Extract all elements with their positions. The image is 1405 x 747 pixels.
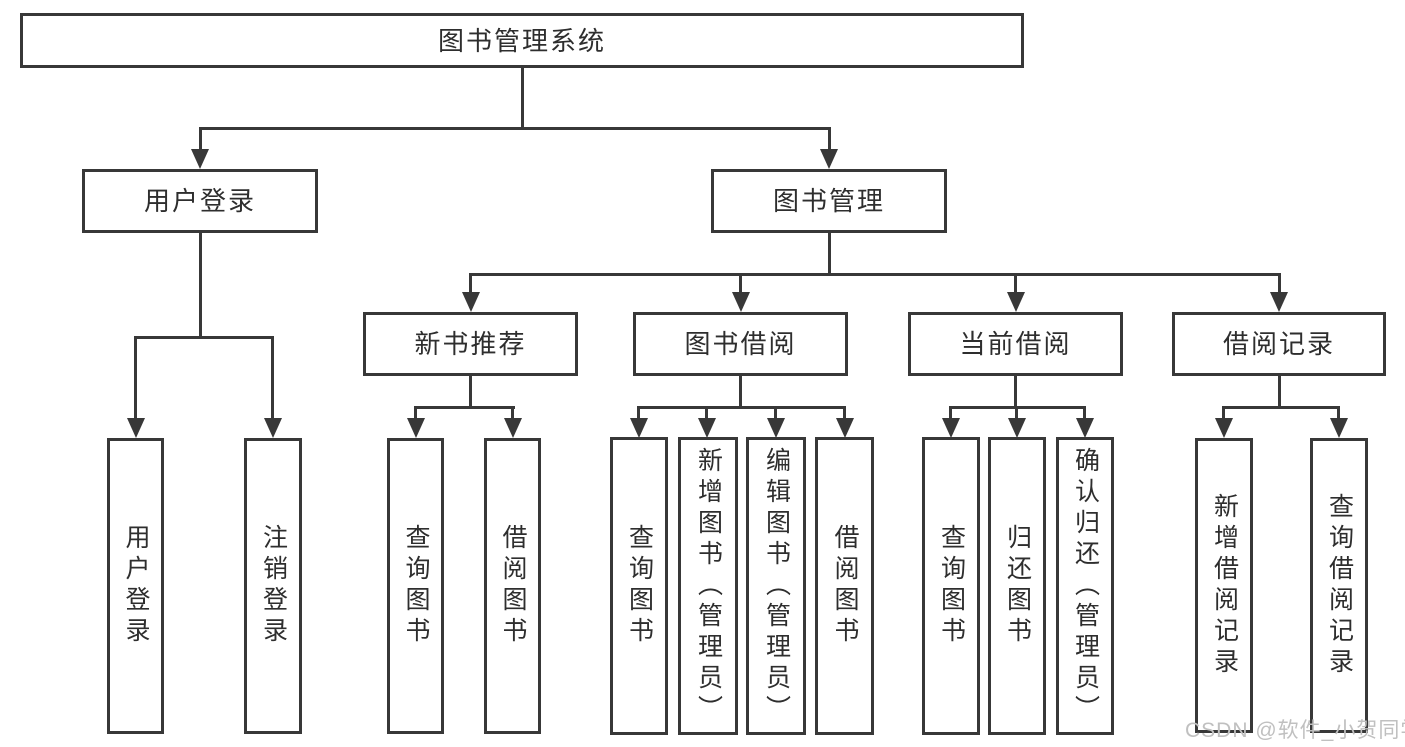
arrow-down-icon [1007, 418, 1026, 438]
leaf-return-books: 归还图书 [988, 437, 1046, 735]
connector-stem [469, 273, 472, 294]
leaf-add-borrow-record: 新增借阅记录 [1195, 438, 1253, 733]
node-current-borrowing: 当前借阅 [908, 312, 1123, 376]
leaf-label: 查询图书 [937, 524, 966, 648]
connector-book-mgmt-hline [469, 273, 1280, 276]
arrow-down-icon [461, 292, 480, 312]
connector-stem [705, 406, 708, 420]
arrow-down-icon [1214, 418, 1233, 438]
leaf-user-login: 用户登录 [107, 438, 164, 734]
connector-stem [1337, 406, 1340, 420]
arrow-down-icon [126, 418, 145, 438]
arrow-down-icon [1270, 292, 1288, 312]
arrow-down-icon [941, 418, 960, 438]
connector-stem [1014, 273, 1017, 294]
leaf-label: 借阅图书 [831, 524, 859, 648]
leaf-label: 归还图书 [1003, 524, 1032, 648]
connector-stem [271, 336, 274, 420]
leaf-borrow-books: 借阅图书 [815, 437, 874, 735]
connector-recommend-stem [469, 375, 472, 406]
connector-stem [843, 406, 846, 420]
leaf-label: 新增图书（管理员） [694, 446, 723, 726]
connector-stem [739, 273, 742, 294]
connector-book-mgmt-stem [827, 232, 831, 273]
node-borrowing-records: 借阅记录 [1172, 312, 1386, 376]
leaf-query-books-borrowing: 查询图书 [610, 437, 668, 735]
node-new-book-recommend: 新书推荐 [363, 312, 578, 376]
connector-stem [637, 406, 640, 420]
connector-borrowing-hline [637, 406, 846, 409]
leaf-confirm-return-admin: 确认归还（管理员） [1056, 437, 1114, 735]
leaf-label: 用户登录 [122, 524, 150, 648]
arrow-down-icon [1075, 418, 1094, 438]
watermark: CSDN @软件_小贺同学 [1185, 719, 1405, 742]
connector-stem [1015, 406, 1018, 420]
node-book-borrowing: 图书借阅 [633, 312, 848, 376]
arrow-down-icon [835, 418, 854, 438]
connector-records-stem [1277, 375, 1281, 406]
leaf-label: 编辑图书（管理员） [762, 446, 791, 726]
connector-borrowing-stem [739, 375, 742, 406]
leaf-label: 查询图书 [402, 524, 430, 648]
arrow-down-icon [1329, 418, 1348, 438]
connector-recommend-hline [414, 406, 515, 409]
leaf-label: 注销登录 [259, 524, 288, 648]
connector-stem [1277, 273, 1281, 294]
leaf-label: 查询借阅记录 [1325, 492, 1354, 679]
connector-user-login-stem [198, 232, 202, 336]
connector-current-stem [1014, 375, 1017, 406]
arrow-down-icon [697, 418, 716, 438]
connector-stem [1222, 406, 1225, 420]
arrow-down-icon [406, 418, 425, 438]
node-root-system: 图书管理系统 [20, 13, 1024, 68]
connector-stem [511, 406, 514, 420]
connector-stem [414, 406, 417, 420]
leaf-query-borrow-record: 查询借阅记录 [1310, 438, 1368, 733]
leaf-label: 新增借阅记录 [1210, 492, 1239, 679]
arrow-down-icon [1006, 292, 1025, 312]
leaf-label: 借阅图书 [499, 524, 527, 648]
connector-stem [949, 406, 952, 420]
connector-root-stem [520, 68, 524, 127]
leaf-label: 查询图书 [625, 524, 654, 648]
connector-stem [134, 336, 137, 420]
arrow-down-icon [263, 418, 282, 438]
arrow-down-icon [629, 418, 648, 438]
leaf-logout: 注销登录 [244, 438, 302, 734]
leaf-edit-books-admin: 编辑图书（管理员） [746, 437, 806, 735]
arrow-down-icon [766, 418, 785, 438]
connector-records-hline [1222, 406, 1340, 409]
arrow-down-icon [731, 292, 750, 312]
connector-user-login-hline [134, 336, 274, 339]
connector-stem [1083, 406, 1086, 420]
arrow-down-icon [503, 418, 522, 438]
arrow-down-icon [820, 149, 838, 169]
leaf-add-books-admin: 新增图书（管理员） [678, 437, 738, 735]
connector-stem [774, 406, 777, 420]
node-user-login: 用户登录 [82, 169, 318, 233]
leaf-borrow-books-recommend: 借阅图书 [484, 438, 541, 734]
leaf-query-books-recommend: 查询图书 [387, 438, 444, 734]
connector-root-hline [198, 127, 831, 130]
arrow-down-icon [191, 149, 209, 169]
leaf-query-books-current: 查询图书 [922, 437, 980, 735]
node-book-management: 图书管理 [711, 169, 947, 233]
connector-stem [827, 127, 831, 152]
connector-stem [198, 127, 202, 152]
leaf-label: 确认归还（管理员） [1071, 446, 1100, 726]
